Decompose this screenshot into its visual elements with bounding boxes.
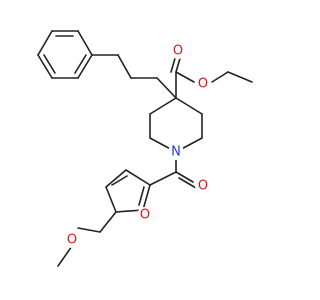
propyl-chain [91,54,177,99]
bond [175,97,203,115]
bond [37,54,53,79]
phenyl-ring [37,30,93,79]
bond [117,54,132,79]
bond [37,30,53,56]
nitrogen-label: N [171,145,181,160]
double-bond [138,186,145,206]
bond [175,71,195,83]
atom-background [170,43,186,59]
bond [105,169,127,188]
molecule-canvas: N O O O O O [37,30,253,267]
amide-carbonyl-group [149,151,197,189]
furan-ring [105,169,151,213]
furan-oxygen-label: O [140,208,150,223]
piperidine-ring [149,97,203,153]
bond [149,171,177,186]
double-bond [178,177,197,189]
atom-background [195,178,211,194]
double-bond [43,54,56,74]
double-bond [175,171,194,183]
bond [227,71,253,83]
atom-background [195,76,211,92]
ether-oxygen-label: O [67,233,77,248]
methoxymethyl-group [57,211,117,267]
ethyl-ester-group [170,54,253,99]
bond [149,97,177,115]
atom-background [137,207,153,223]
bond [99,211,117,233]
bond [77,54,93,79]
bond [57,245,73,267]
ester-carbonyl-oxygen-label: O [173,44,183,59]
bond [211,71,229,83]
ester-single-oxygen-label: O [198,77,208,92]
double-bond [111,175,128,186]
atom-background [168,144,184,160]
bond [156,77,177,99]
bond [115,209,144,213]
structure-diagram: N O O O O O [37,30,253,267]
atom-labels: N O O O O O [64,43,211,248]
amide-oxygen-label: O [198,179,208,194]
bond [77,227,101,233]
atom-background [64,232,80,248]
bond [77,30,93,56]
bond [125,169,151,186]
bond [105,186,117,213]
double-bond [74,54,87,74]
bond [142,184,151,211]
